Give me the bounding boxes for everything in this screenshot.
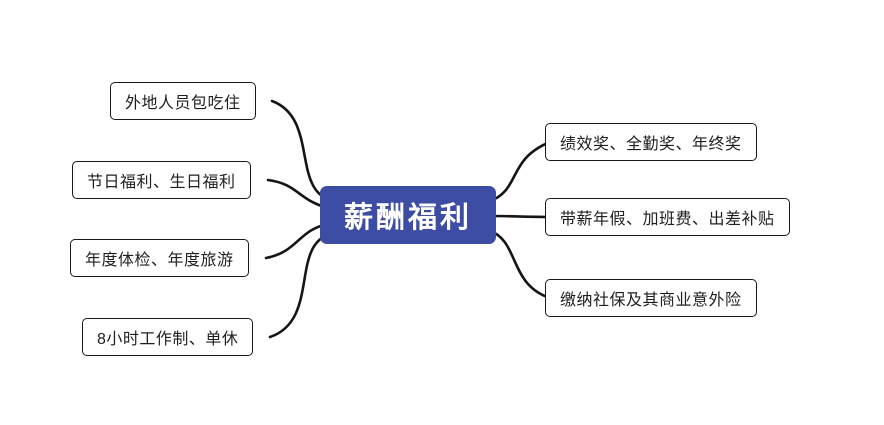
connector-left-3: [264, 222, 330, 260]
connector-right-2: [490, 214, 552, 219]
branch-node-right-1[interactable]: 绩效奖、全勤奖、年终奖: [545, 123, 757, 161]
branch-node-left-4[interactable]: 8小时工作制、单休: [82, 318, 254, 356]
connector-right-3: [486, 228, 552, 300]
connector-left-1: [270, 99, 332, 202]
center-node[interactable]: 薪酬福利: [320, 186, 496, 244]
branch-node-left-2[interactable]: 节日福利、生日福利: [72, 161, 251, 199]
connector-left-2: [266, 178, 330, 210]
connector-left-4: [268, 232, 332, 339]
connector-right-1: [486, 140, 552, 204]
branch-node-left-3[interactable]: 年度体检、年度旅游: [70, 239, 249, 277]
branch-node-right-2[interactable]: 带薪年假、加班费、出差补贴: [545, 198, 790, 236]
branch-node-left-1[interactable]: 外地人员包吃住: [110, 82, 256, 120]
branch-node-right-3[interactable]: 缴纳社保及其商业意外险: [545, 279, 757, 317]
